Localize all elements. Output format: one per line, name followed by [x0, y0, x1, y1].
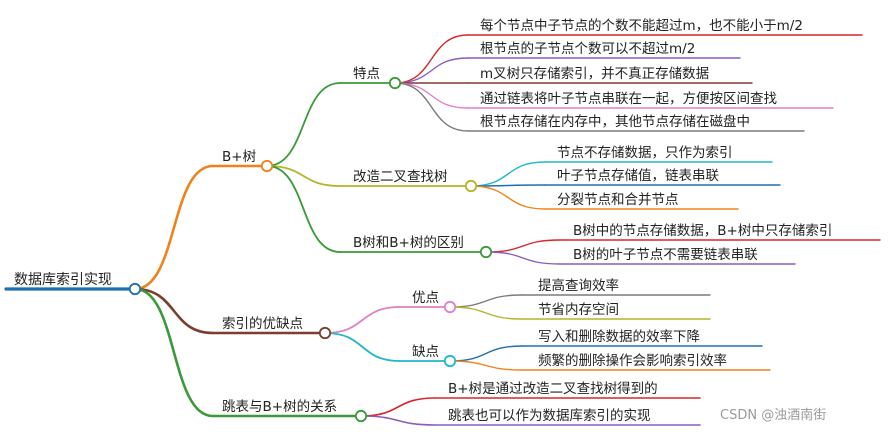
connector-curve [394, 34, 469, 84]
leaf-topic-label: 叶子节点存储值，链表串联 [557, 168, 719, 184]
sub-topic-label: 特点 [353, 66, 380, 82]
collapse-toggle[interactable] [443, 354, 457, 368]
leaf-topic-label: 每个节点中子节点的个数不能超过m，也不能小于m/2 [480, 18, 803, 34]
leaf-topic-label: 频繁的删除操作会影响索引效率 [538, 352, 727, 369]
connector-lines [4, 34, 881, 426]
connector-curve [360, 415, 436, 426]
connector-curve [133, 287, 215, 335]
topic-nodes: 数据库索引实现 B+树 特点 每个节点中子节点的个数不能超过m，也不能小于m/2 根节点… [14, 18, 832, 424]
sub-topic-label: B树和B+树的区别 [353, 235, 464, 251]
connector-curve [485, 251, 561, 265]
root-topic-label: 数据库索引实现 [14, 271, 112, 288]
connector-curve [324, 306, 401, 334]
connector-curve [266, 165, 341, 253]
connector-curve [266, 165, 341, 187]
connector-curve [324, 332, 401, 362]
sub-topic-label: 优点 [412, 290, 439, 306]
leaf-topic-label: 根节点的子节点个数可以不超过m/2 [480, 41, 695, 57]
leaf-topic-label: 写入和删除数据的效率下降 [538, 328, 700, 345]
connector-curve [485, 239, 561, 253]
connector-curve [449, 306, 523, 320]
branch-topic-label: 跳表与B+树的关系 [222, 399, 337, 415]
branch-topic-label: B+树 [222, 149, 256, 165]
leaf-topic-label: 提高查询效率 [538, 277, 619, 294]
leaf-topic-label: B树中的节点存储数据，B+树中只存储索引 [573, 223, 832, 239]
connector-curve [133, 287, 215, 418]
branch-topic-label: 索引的优缺点 [222, 316, 303, 332]
collapse-toggle[interactable] [354, 409, 368, 423]
connector-curve [266, 82, 341, 167]
collapse-toggle[interactable] [388, 76, 402, 90]
collapse-toggle[interactable] [443, 300, 457, 314]
sub-topic-label: 缺点 [412, 344, 439, 360]
connector-curve [394, 82, 469, 109]
leaf-topic-label: 跳表也可以作为数据库索引的实现 [448, 408, 651, 424]
connector-curve [394, 82, 469, 132]
sub-topic-label: 改造二叉查找树 [353, 169, 448, 185]
leaf-topic-label: B+树是通过改造二叉查找树得到的 [448, 380, 658, 397]
leaf-topic-label: 节点不存储数据，只作为索引 [557, 145, 733, 161]
leaf-topic-label: 通过链表将叶子节点串联在一起，方便按区间查找 [480, 91, 777, 107]
collapse-toggle[interactable] [479, 245, 493, 259]
connector-curve [394, 57, 469, 84]
connector-curve [360, 397, 436, 417]
connector-curve [449, 360, 523, 371]
connector-curve [470, 161, 546, 187]
connector-curve [470, 185, 546, 210]
leaf-topic-label: B树的叶子节点不需要链表串联 [573, 247, 758, 263]
collapse-toggle[interactable] [318, 326, 332, 340]
connector-curve [133, 164, 215, 291]
connector-curve [449, 294, 523, 308]
leaf-topic-label: 分裂节点和合并节点 [557, 192, 679, 208]
collapse-toggle[interactable] [260, 159, 274, 173]
leaf-topic-label: 节省内存空间 [538, 302, 619, 318]
leaf-topic-label: m叉树只存储索引，并不真正存储数据 [480, 66, 709, 82]
watermark: CSDN @浊酒南街 [720, 407, 826, 423]
leaf-topic-label: 根节点存储在内存中，其他节点存储在磁盘中 [480, 113, 750, 130]
collapse-toggle[interactable] [464, 179, 478, 193]
connector-curve [449, 345, 523, 362]
collapse-toggle[interactable] [128, 282, 142, 296]
